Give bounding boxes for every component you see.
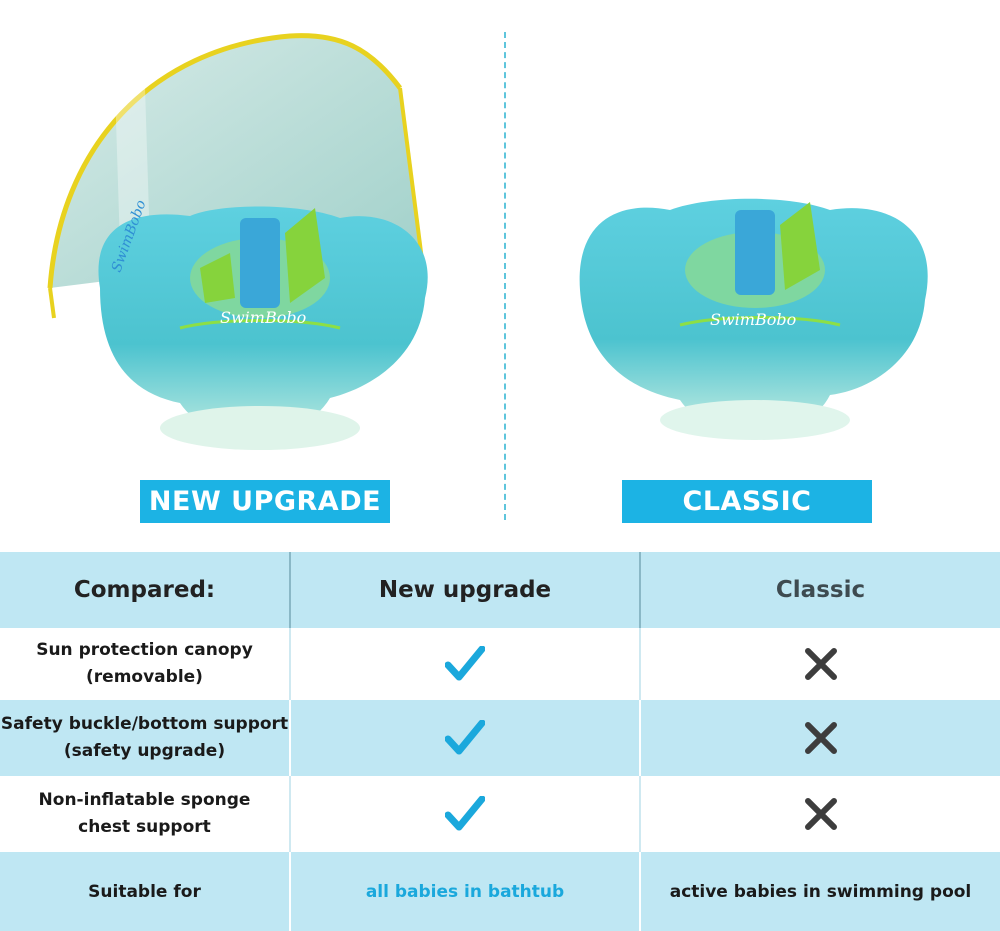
table-header-row: Compared: New upgrade Classic (0, 552, 1000, 628)
suitable-new: all babies in bathtub (365, 881, 565, 902)
check-icon (445, 646, 485, 681)
cross-icon (804, 648, 837, 680)
feature-line: (safety upgrade) (63, 741, 226, 761)
classic-label: CLASSIC (622, 480, 872, 523)
header-compared: Compared: (73, 577, 216, 603)
suitable-classic: active babies in swimming pool (669, 881, 972, 902)
feature-line: chest support (78, 817, 211, 837)
header-classic: Classic (775, 577, 866, 603)
float-logo-text: SwimBobo (220, 308, 306, 327)
feature-line: Non-inflatable sponge (38, 790, 251, 810)
feature-line: Safety buckle/bottom support (0, 714, 289, 734)
feature-line: Sun protection canopy (36, 640, 253, 660)
header-new-upgrade: New upgrade (378, 577, 552, 603)
check-icon (445, 796, 485, 831)
table-row: Non-inflatable sponge chest support (0, 776, 1000, 852)
new-upgrade-label: NEW UPGRADE (140, 480, 390, 523)
classic-float-image: SwimBobo (579, 198, 928, 440)
table-row: Sun protection canopy (removable) (0, 628, 1000, 700)
cross-icon (804, 722, 837, 754)
classic-float-logo-text: SwimBobo (710, 310, 796, 329)
product-showcase: SwimBobo SwimBobo SwimBobo NEW UPGRADE C… (47, 32, 928, 523)
feature-line: (removable) (86, 667, 203, 687)
table-row: Safety buckle/bottom support (safety upgr… (0, 700, 1000, 776)
cross-icon (804, 798, 837, 830)
table-row-suitable: Suitable for all babies in bathtub activ… (0, 852, 1000, 931)
suitable-label: Suitable for (88, 881, 201, 902)
check-icon (445, 720, 485, 755)
dashed-divider (504, 32, 506, 520)
upgrade-float-image: SwimBobo SwimBobo (47, 33, 428, 450)
